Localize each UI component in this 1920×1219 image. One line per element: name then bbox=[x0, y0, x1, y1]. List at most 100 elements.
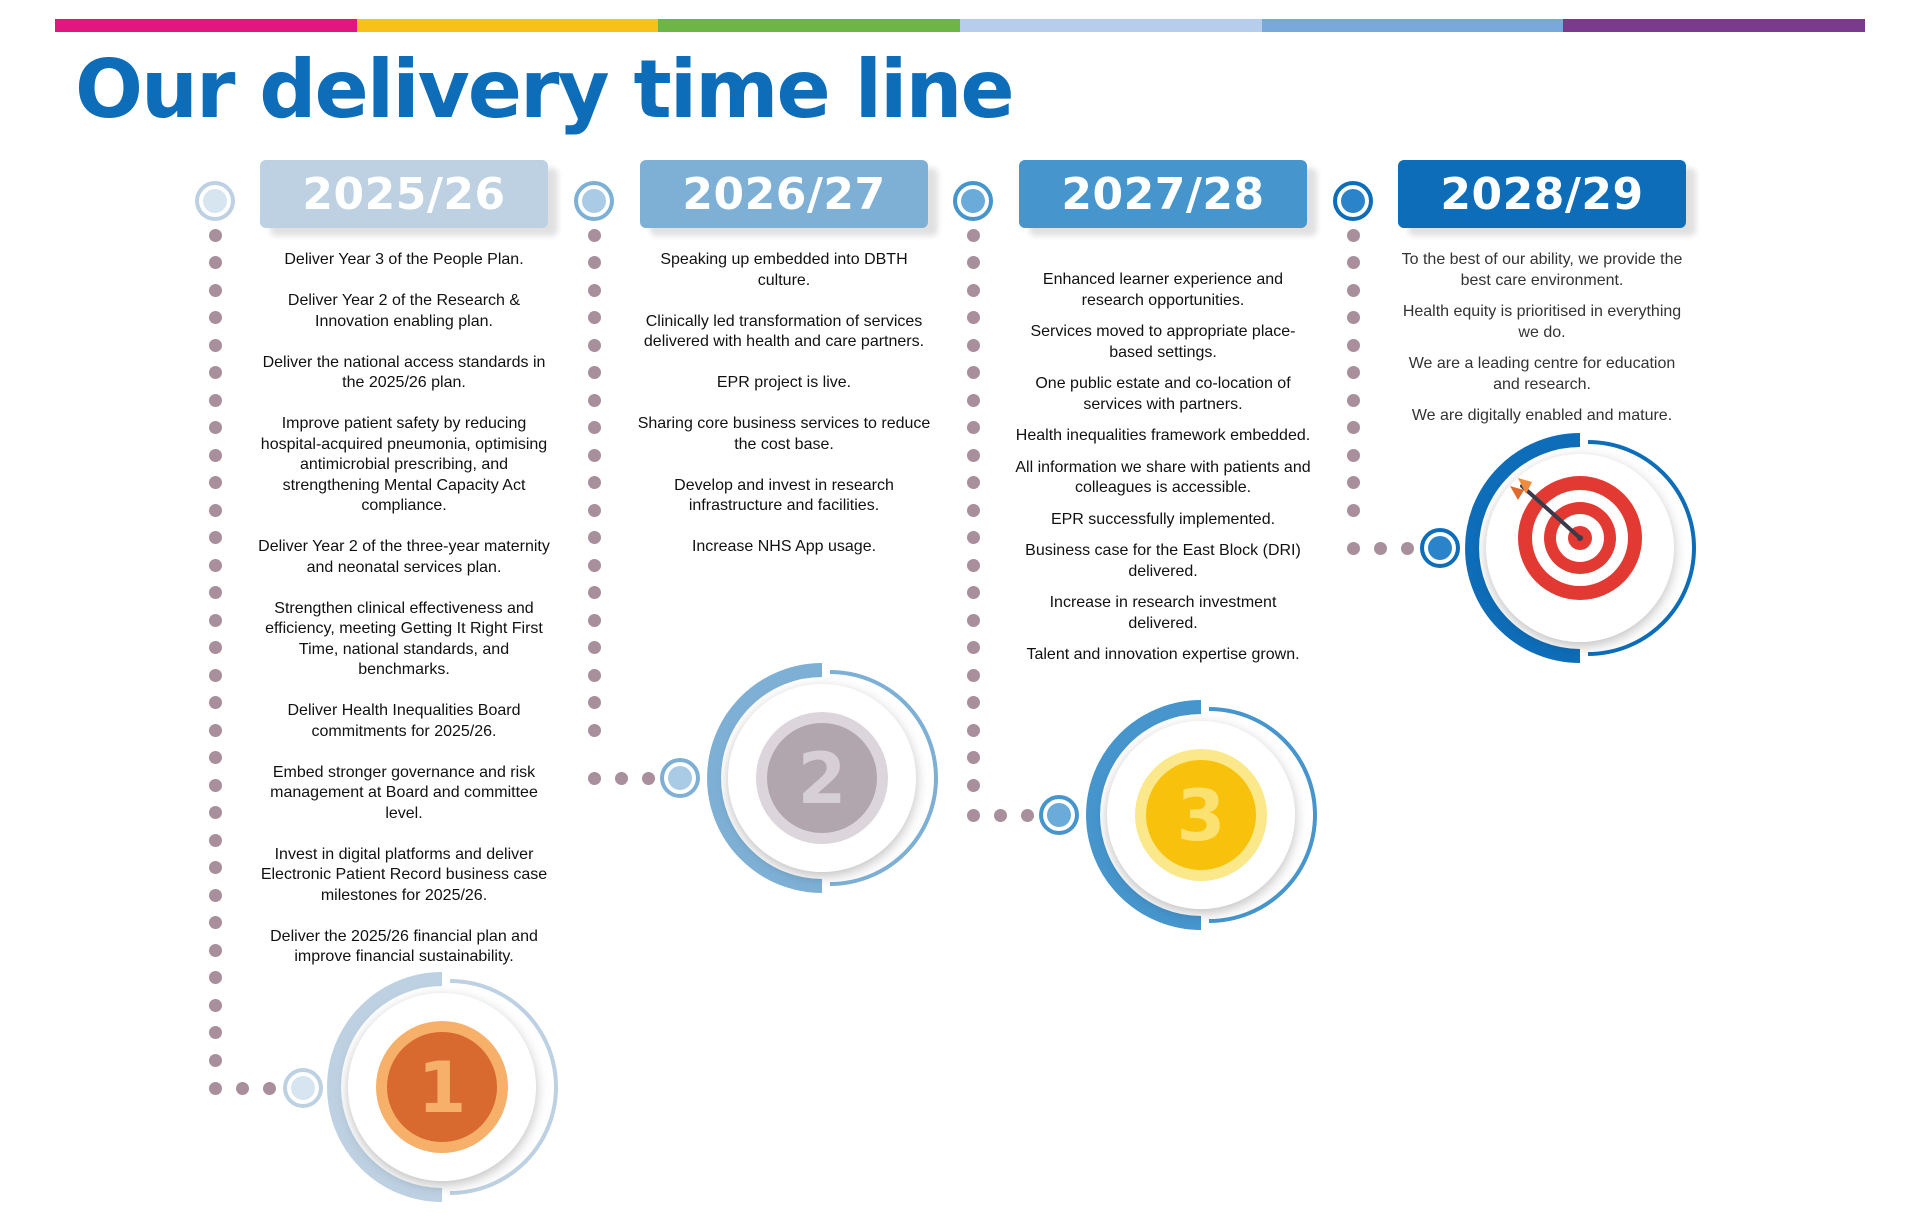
timeline-dot bbox=[966, 366, 980, 379]
color-bar-segment bbox=[658, 19, 961, 32]
timeline-dot bbox=[966, 723, 980, 737]
timeline-dot bbox=[1346, 541, 1360, 555]
timeline-dot bbox=[1400, 541, 1414, 555]
timeline-dot bbox=[966, 283, 980, 297]
timeline-dot bbox=[208, 778, 222, 792]
color-bar-segment bbox=[55, 19, 357, 32]
timeline-node-2027 bbox=[953, 181, 993, 221]
color-bar-segment bbox=[1261, 19, 1564, 32]
milestone-item: Business case for the East Block (DRI) d… bbox=[1025, 542, 1301, 580]
timeline-node-end-2027 bbox=[1039, 795, 1079, 835]
timeline-dot bbox=[208, 668, 222, 682]
timeline-dot bbox=[966, 808, 980, 822]
timeline-dot bbox=[587, 503, 601, 517]
timeline-dot bbox=[587, 338, 601, 352]
badge-2-icon: 2 bbox=[707, 663, 938, 893]
milestone-item: Deliver Year 2 of the Research & Innovat… bbox=[287, 292, 521, 330]
timeline-dot bbox=[208, 1081, 222, 1095]
timeline-dot bbox=[1346, 311, 1360, 324]
badge-1-icon: 1 bbox=[327, 972, 558, 1202]
timeline-dot bbox=[966, 311, 980, 324]
timeline-dot bbox=[587, 668, 601, 682]
timeline-dot bbox=[966, 696, 980, 709]
milestone-item: Invest in digital platforms and deliver … bbox=[260, 845, 548, 904]
timeline-dot bbox=[587, 448, 601, 462]
milestone-item: To the best of our ability, we provide t… bbox=[1401, 251, 1683, 289]
timeline-node-end-2028 bbox=[1420, 528, 1460, 568]
timeline-dot bbox=[966, 503, 980, 517]
milestone-item: Increase in research investment delivere… bbox=[1049, 594, 1277, 632]
timeline-dot bbox=[1346, 421, 1360, 434]
timeline-dot bbox=[1020, 808, 1034, 822]
timeline-dot bbox=[208, 943, 222, 957]
milestone-item: We are digitally enabled and mature. bbox=[1411, 407, 1673, 424]
color-bar-segment bbox=[356, 19, 659, 32]
timeline-dot bbox=[208, 503, 222, 517]
timeline-dot bbox=[208, 723, 222, 737]
timeline-dot bbox=[966, 641, 980, 654]
timeline-dot bbox=[208, 531, 222, 544]
timeline-dot bbox=[208, 558, 222, 572]
milestone-item: Deliver Year 2 of the three-year materni… bbox=[258, 538, 550, 576]
timeline-dot bbox=[1346, 393, 1360, 407]
timeline-dot bbox=[208, 916, 222, 929]
timeline-dot bbox=[1346, 283, 1360, 297]
timeline-dot bbox=[587, 586, 601, 599]
timeline-dot bbox=[587, 558, 601, 572]
milestone-item: Speaking up embedded into DBTH culture. bbox=[660, 251, 908, 289]
milestone-item: We are a leading centre for education an… bbox=[1408, 355, 1676, 393]
year-tab-2028: 2028/29 bbox=[1398, 160, 1686, 228]
timeline-dot bbox=[262, 1081, 276, 1095]
timeline-dot bbox=[235, 1081, 249, 1095]
year-tab-2026: 2026/27 bbox=[640, 160, 928, 228]
timeline-dot bbox=[1346, 228, 1360, 242]
timeline-node-end-2026 bbox=[660, 758, 700, 798]
milestone-item: Health inequalities framework embedded. bbox=[1015, 427, 1311, 444]
timeline-dot bbox=[1346, 503, 1360, 517]
timeline-dot bbox=[614, 771, 628, 785]
milestone-list-2026: Speaking up embedded into DBTH culture. … bbox=[636, 250, 932, 578]
timeline-dot bbox=[208, 613, 222, 627]
timeline-dot bbox=[1346, 448, 1360, 462]
badge-digit: 3 bbox=[1177, 775, 1226, 857]
timeline-dot bbox=[208, 283, 222, 297]
timeline-dot bbox=[208, 806, 222, 819]
timeline-dot bbox=[208, 888, 222, 902]
timeline-dot bbox=[587, 256, 601, 269]
timeline-dot bbox=[208, 586, 222, 599]
timeline-dot bbox=[966, 531, 980, 544]
timeline-dot bbox=[208, 338, 222, 352]
timeline-dot bbox=[208, 476, 222, 489]
timeline-dot bbox=[208, 393, 222, 407]
timeline-dot bbox=[587, 723, 601, 737]
timeline-dot bbox=[641, 771, 655, 785]
milestone-item: Strengthen clinical effectiveness and ef… bbox=[265, 599, 543, 679]
timeline-dot bbox=[208, 751, 222, 764]
timeline-dot bbox=[587, 228, 601, 242]
timeline-node-2026 bbox=[574, 181, 614, 221]
milestone-item: Develop and invest in research infrastru… bbox=[674, 476, 894, 515]
milestone-item: Services moved to appropriate place-base… bbox=[1030, 323, 1296, 361]
timeline-dot bbox=[208, 421, 222, 434]
timeline-dot bbox=[208, 641, 222, 654]
milestone-item: Deliver Health Inequalities Board commit… bbox=[287, 702, 521, 740]
year-tab-2025: 2025/26 bbox=[260, 160, 548, 228]
year-label: 2028/29 bbox=[1440, 168, 1644, 220]
milestone-item: Increase NHS App usage. bbox=[691, 538, 877, 555]
timeline-dot bbox=[966, 668, 980, 682]
timeline-node-2028 bbox=[1333, 181, 1373, 221]
timeline-dot bbox=[587, 421, 601, 434]
timeline-dot bbox=[208, 366, 222, 379]
timeline-dot bbox=[966, 393, 980, 407]
color-bar-segment bbox=[960, 19, 1262, 32]
milestone-item: Deliver the national access standards in… bbox=[262, 353, 546, 392]
timeline-dot bbox=[966, 228, 980, 242]
badge-digit: 1 bbox=[418, 1047, 467, 1129]
timeline-dot bbox=[966, 778, 980, 792]
timeline-dot bbox=[587, 476, 601, 489]
milestone-list-2028: To the best of our ability, we provide t… bbox=[1394, 250, 1690, 438]
year-tab-2027: 2027/28 bbox=[1019, 160, 1307, 228]
milestone-item: Sharing core business services to reduce… bbox=[637, 415, 931, 453]
timeline-dot bbox=[587, 641, 601, 654]
timeline-dot bbox=[208, 311, 222, 324]
